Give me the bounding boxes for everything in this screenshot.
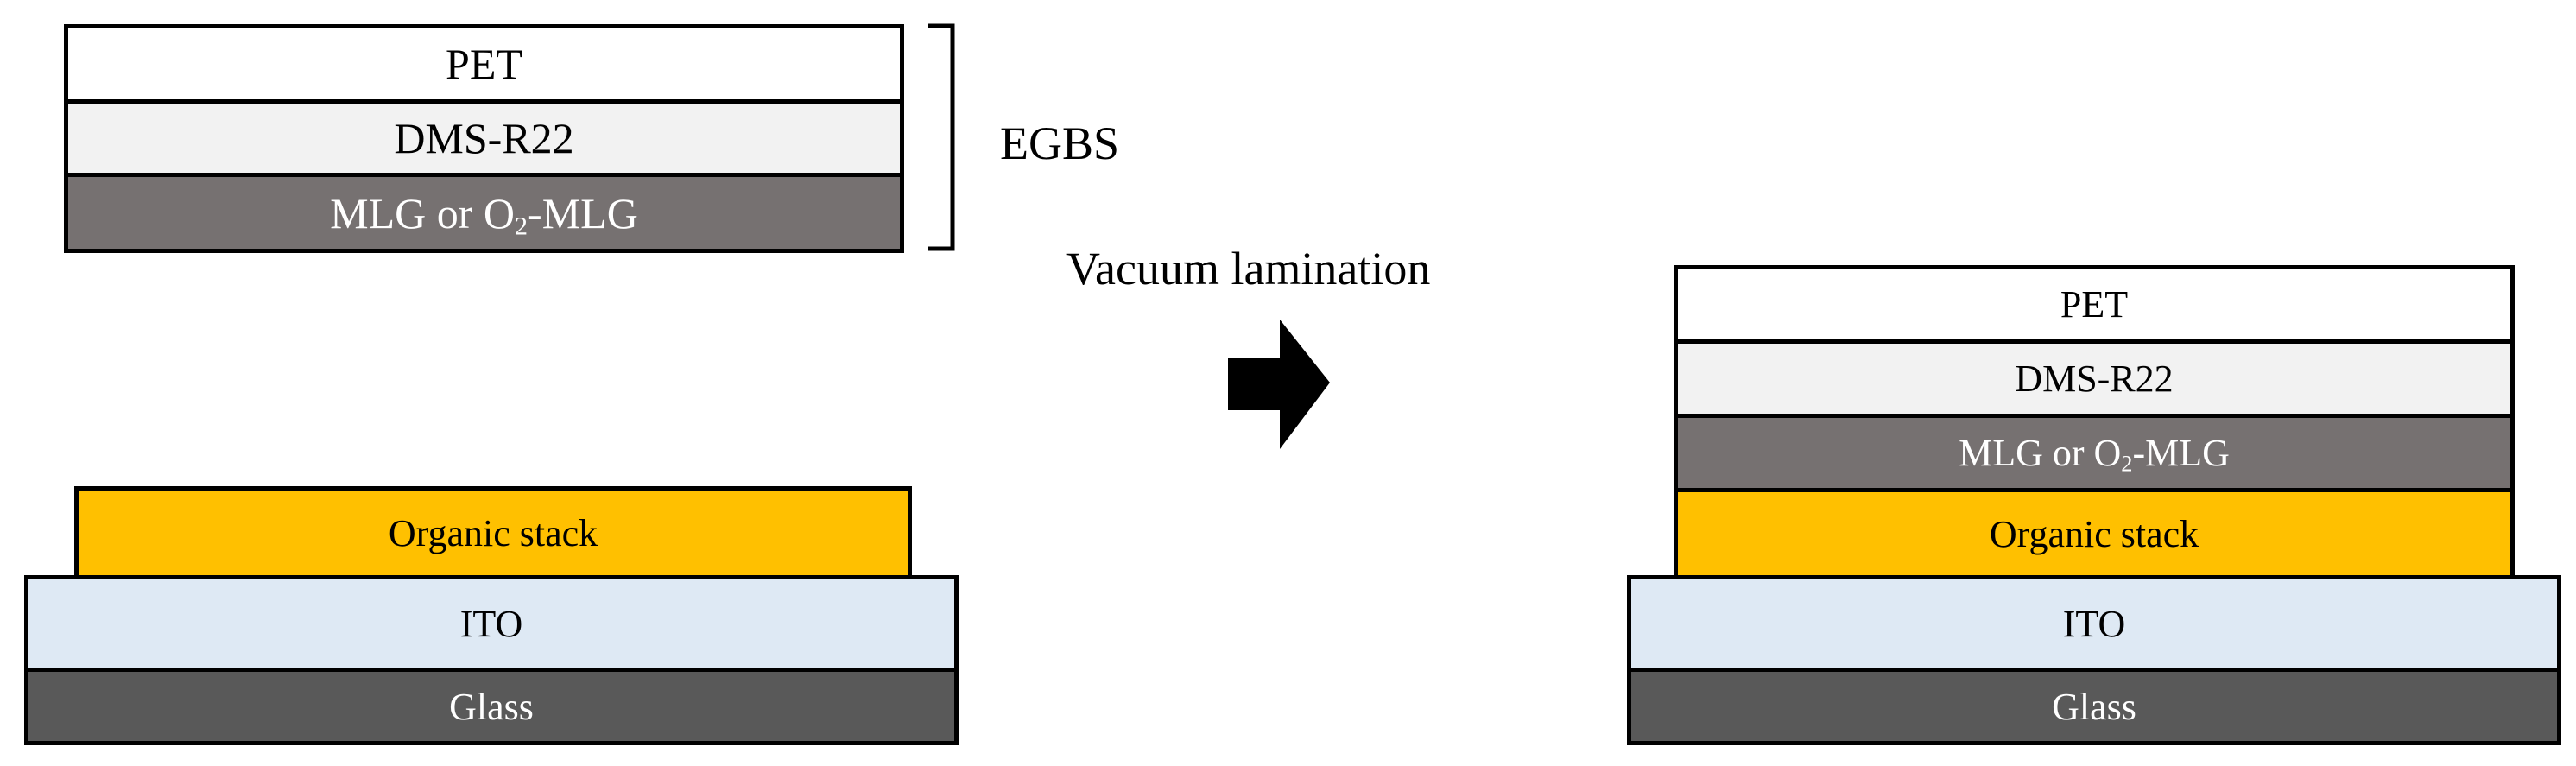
right-mlg-label: MLG or O2-MLG [1959, 432, 2230, 477]
process-label: Vacuum lamination [1066, 243, 1431, 294]
right-pet-layer: PET [1674, 265, 2515, 344]
left-organic-layer: Organic stack [74, 486, 912, 579]
left-organic-label: Organic stack [388, 511, 598, 554]
left-mlg-label: MLG or O2-MLG [330, 188, 638, 240]
left-ito-label: ITO [459, 602, 523, 645]
right-ito-layer: ITO [1627, 575, 2561, 672]
right-ito-label: ITO [2062, 602, 2126, 645]
left-glass-label: Glass [449, 685, 534, 728]
right-dms-layer: DMS-R22 [1674, 339, 2515, 418]
right-mlg-layer: MLG or O2-MLG [1674, 414, 2515, 492]
left-glass-layer: Glass [24, 668, 959, 745]
left-mlg-layer: MLG or O2-MLG [64, 173, 904, 253]
left-ito-layer: ITO [24, 575, 959, 672]
right-organic-layer: Organic stack [1674, 488, 2515, 579]
right-organic-label: Organic stack [1989, 512, 2199, 555]
right-glass-label: Glass [2052, 685, 2136, 728]
left-pet-label: PET [446, 40, 522, 88]
egbs-label: EGBS [1000, 117, 1120, 169]
right-pet-label: PET [2060, 283, 2129, 326]
left-dms-label: DMS-R22 [394, 114, 574, 162]
left-pet-layer: PET [64, 24, 904, 104]
right-glass-layer: Glass [1627, 668, 2561, 745]
right-dms-label: DMS-R22 [2015, 358, 2174, 400]
